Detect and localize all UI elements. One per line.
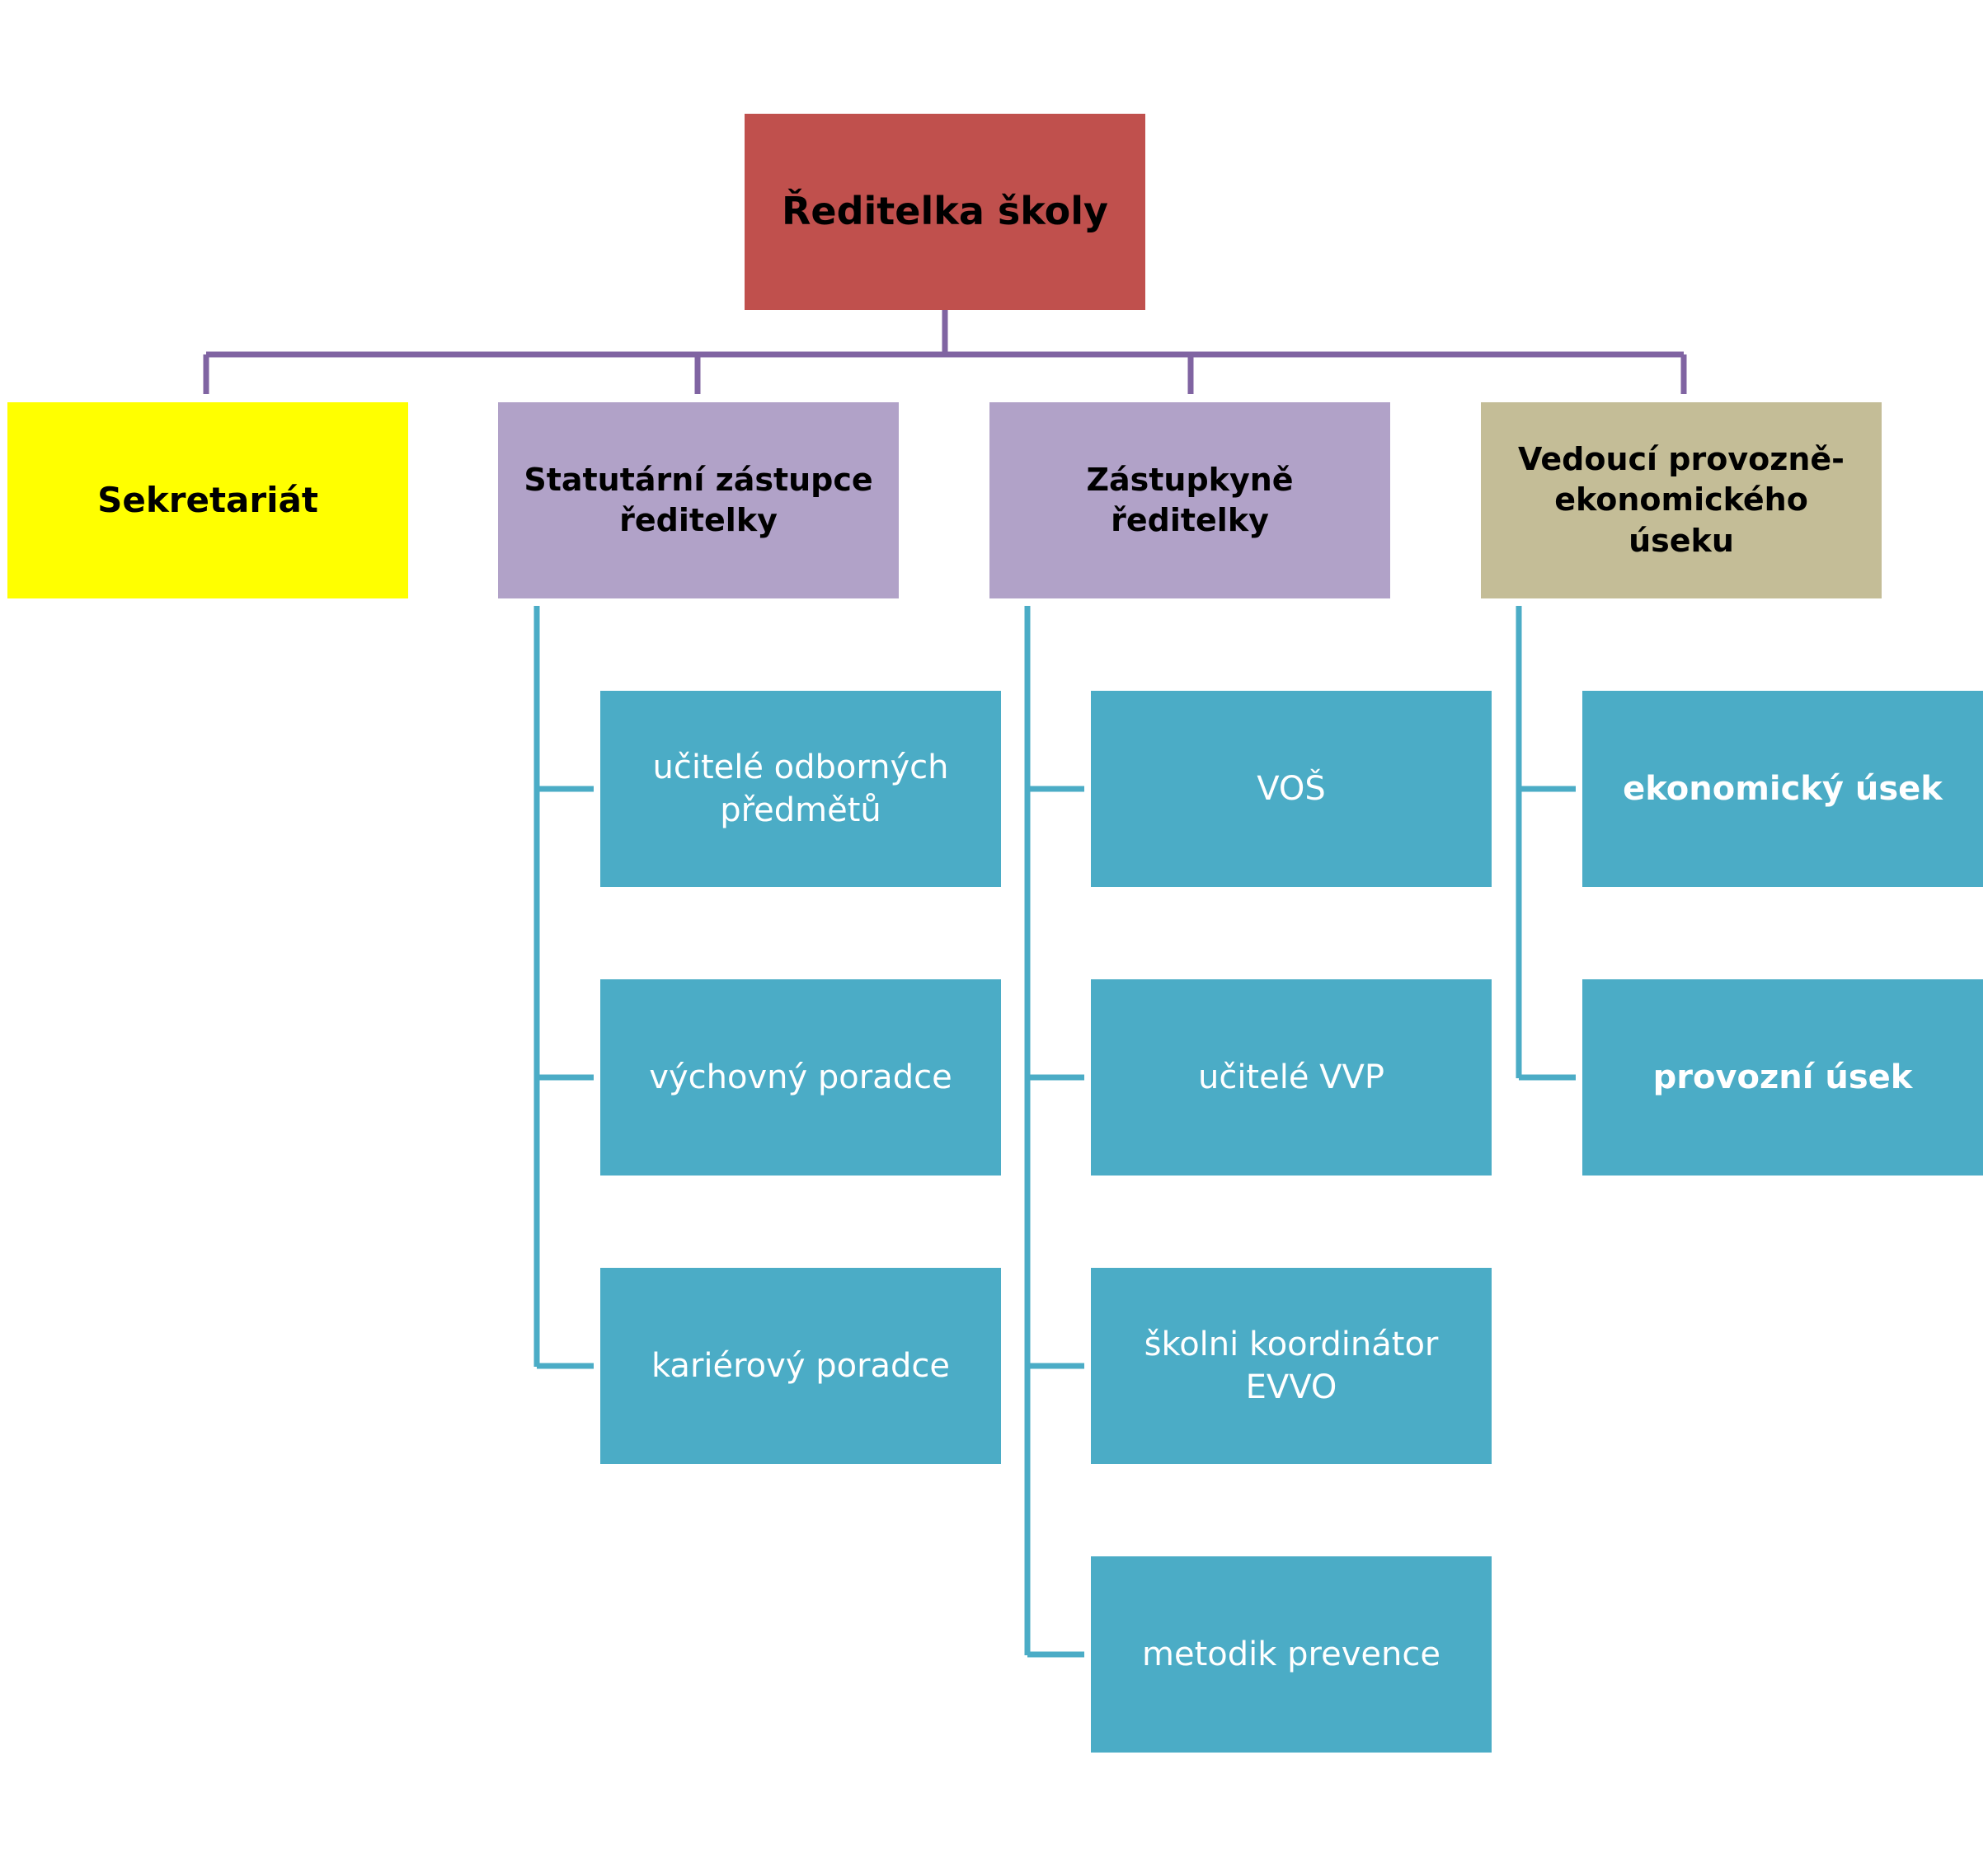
deputy-child-label: metodik prevence <box>1142 1635 1440 1673</box>
economic-head-box: Vedoucí provozně-ekonomického úseku <box>1481 402 1882 598</box>
statutory-child-label: výchovný poradce <box>649 1058 952 1096</box>
statutory-child-box: učitelé odborných předmětů <box>600 691 1001 887</box>
statutory-child-box: kariérový poradce <box>600 1268 1001 1464</box>
statutory-child-label: kariérový poradce <box>651 1347 951 1385</box>
deputy-child-label: VOŠ <box>1257 770 1326 808</box>
economic-child-label: ekonomický úsek <box>1623 770 1943 808</box>
economic-child-box: ekonomický úsek <box>1582 691 1983 887</box>
deputy-child-box: učitelé VVP <box>1091 979 1492 1176</box>
deputy-child-label: školni koordinátor EVVO <box>1144 1326 1439 1406</box>
deputy-box: Zástupkyně ředitelky <box>989 402 1390 598</box>
secretariat-box: Sekretariát <box>7 402 408 598</box>
secretariat-label: Sekretariát <box>97 479 318 520</box>
statutory-child-box: výchovný poradce <box>600 979 1001 1176</box>
economic-child-box: provozní úsek <box>1582 979 1983 1176</box>
director-label: Ředitelka školy <box>781 189 1108 234</box>
deputy-child-label: učitelé VVP <box>1197 1058 1385 1096</box>
child-connectors <box>533 606 1576 1658</box>
economic-child-label: provozní úsek <box>1652 1058 1913 1096</box>
top-connectors <box>203 310 1687 394</box>
deputy-child-box: VOŠ <box>1091 691 1492 887</box>
deputy-child-box: školni koordinátor EVVO <box>1091 1268 1492 1464</box>
deputy-child-box: metodik prevence <box>1091 1556 1492 1753</box>
statutory-deputy-label: Statutární zástupce ředitelky <box>524 461 873 538</box>
economic-head-label: Vedoucí provozně-ekonomického úseku <box>1518 440 1845 559</box>
director-box: Ředitelka školy <box>745 114 1145 310</box>
statutory-deputy-box: Statutární zástupce ředitelky <box>498 402 899 598</box>
statutory-child-label: učitelé odborných předmětů <box>652 748 949 829</box>
deputy-label: Zástupkyně ředitelky <box>1086 461 1294 538</box>
